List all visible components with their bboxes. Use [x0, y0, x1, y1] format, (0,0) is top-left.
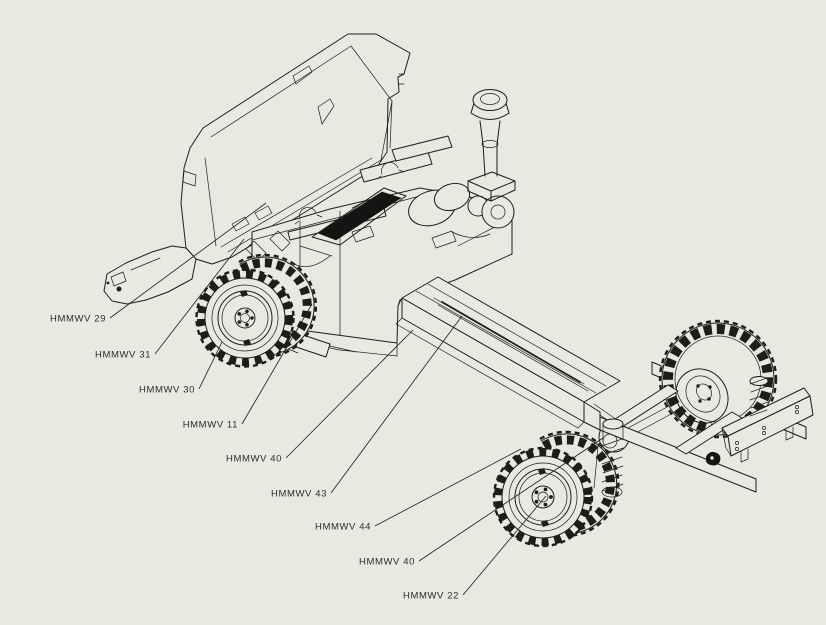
leader-line: [154, 238, 245, 355]
hub: [234, 307, 256, 329]
leader-line: [330, 315, 463, 494]
leader-line: [241, 303, 313, 425]
hose: [293, 255, 331, 267]
callout-label: HMMWV 31: [95, 350, 151, 361]
engine-bay: [231, 135, 515, 358]
rear-right-wheel: [658, 319, 778, 439]
valve-cover: [391, 135, 453, 162]
leader-line: [109, 202, 267, 319]
leader-line: [285, 329, 414, 459]
rear-bumper: [705, 387, 814, 466]
front-fascia: [103, 245, 197, 305]
tire: [661, 322, 775, 436]
hood-hinge: [245, 230, 291, 262]
callout-label: HMMWV 11: [183, 420, 238, 431]
rim: [675, 368, 729, 424]
coil-spring-right: [749, 376, 769, 417]
rear-left-wheel: [492, 430, 620, 548]
callout-label: HMMWV 30: [139, 385, 195, 396]
callout-label: HMMWV 44: [315, 522, 371, 533]
snorkel-cap: [472, 89, 508, 111]
tire-band: [239, 256, 315, 356]
crossmember: [611, 384, 679, 428]
spring-mount: [602, 418, 624, 430]
callout-label: HMMWV 29: [50, 314, 106, 325]
engine: [293, 135, 515, 267]
hood-vent-slot: [317, 98, 335, 125]
sidewall: [204, 277, 286, 359]
sidewall: [501, 455, 585, 539]
tire-band: [540, 433, 618, 535]
leader-line: [418, 437, 604, 562]
frame-rail-near: [599, 416, 757, 493]
leader-line: [198, 341, 223, 390]
hood: [103, 33, 411, 305]
lift-hook: [376, 162, 405, 180]
front-left-wheel: [195, 253, 317, 368]
leader-line: [374, 448, 522, 527]
leader-line: [462, 495, 547, 596]
callout-label: HMMWV 40: [359, 557, 415, 568]
callout-layer: HMMWV 29 HMMWV 31 HMMWV 30 HMMWV 11 HMMWV 40…: [50, 202, 604, 602]
hub: [531, 485, 555, 509]
lift-hook: [294, 207, 323, 225]
callout-label: HMMWV 43: [271, 489, 327, 500]
shock-absorber: [593, 445, 599, 489]
callout-label: HMMWV 40: [226, 454, 282, 465]
snorkel-intake: [467, 89, 516, 202]
hood-latch: [231, 205, 273, 232]
callout-label: HMMWV 22: [403, 591, 459, 602]
marker-light: [116, 286, 122, 292]
hose: [451, 231, 491, 238]
hood-vent-slot: [292, 65, 313, 85]
pulley: [481, 195, 515, 229]
driveshaft: [433, 297, 589, 392]
coil-spring-left: [593, 418, 624, 498]
